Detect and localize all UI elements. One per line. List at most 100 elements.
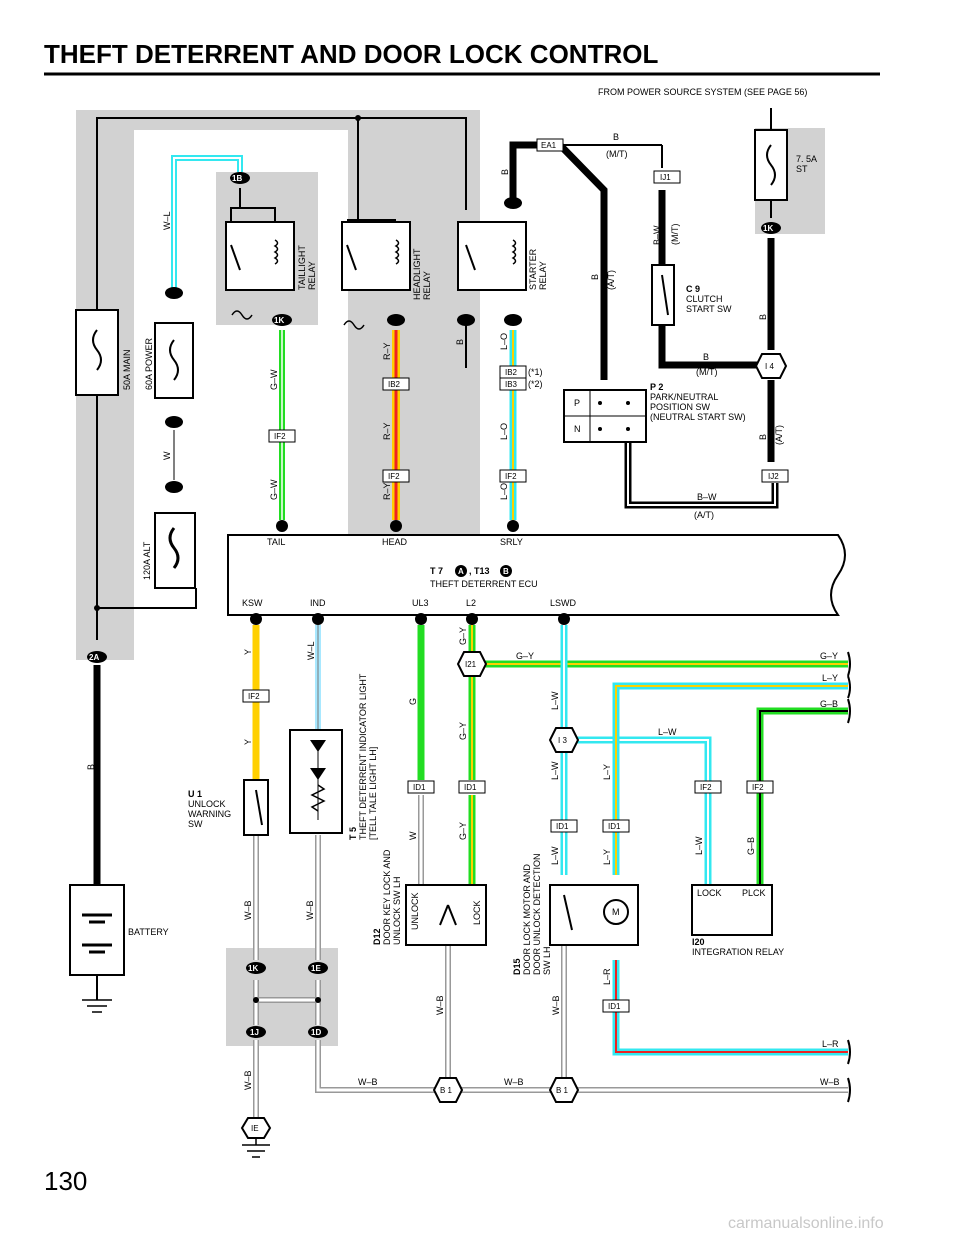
svg-text:B: B [613,132,619,142]
svg-text:BATTERY: BATTERY [128,927,169,937]
relay-ground-mark [343,320,365,330]
svg-text:G–Y: G–Y [516,651,534,661]
svg-text:2A: 2A [89,653,99,662]
motor-icon [603,899,629,925]
svg-text:G–Y: G–Y [458,627,468,645]
svg-text:ID1: ID1 [413,783,426,792]
led-icon [289,729,343,834]
theft-deterrent-ecu: TAIL HEAD SRLY T 7 A , T13 B THEFT DETER… [227,534,846,616]
svg-text:IF2: IF2 [274,432,286,441]
svg-text:W–B: W–B [243,900,253,920]
svg-text:A: A [458,567,464,576]
svg-text:G–Y: G–Y [458,822,468,840]
svg-text:W–B: W–B [305,900,315,920]
svg-text:1B: 1B [232,174,242,183]
svg-text:B: B [86,764,96,770]
svg-text:1D: 1D [311,1028,321,1037]
svg-text:R–Y: R–Y [382,342,392,360]
svg-text:SW LH: SW LH [542,946,552,975]
svg-text:IF2: IF2 [388,472,400,481]
svg-text:KSW: KSW [242,598,263,608]
svg-text:W–B: W–B [551,995,561,1015]
svg-text:L–W: L–W [658,727,677,737]
svg-text:SRLY: SRLY [500,537,523,547]
svg-text:T 7: T 7 [430,566,443,576]
switch-icon [243,779,269,836]
svg-text:C 9: C 9 [686,284,700,294]
svg-text:L–Y: L–Y [602,764,612,780]
svg-text:LOCK: LOCK [472,900,482,925]
svg-text:L–W: L–W [550,761,560,780]
svg-text:EA1: EA1 [541,141,557,150]
svg-text:ID1: ID1 [608,1002,621,1011]
svg-text:B–W: B–W [652,225,662,245]
svg-text:IF2: IF2 [752,783,764,792]
svg-text:I20: I20 [692,937,705,947]
svg-text:IF2: IF2 [505,472,517,481]
svg-text:INTEGRATION RELAY: INTEGRATION RELAY [692,947,784,957]
svg-text:7. 5A: 7. 5A [796,154,817,164]
svg-text:DOOR LOCK MOTOR AND: DOOR LOCK MOTOR AND [522,864,532,975]
svg-text:L2: L2 [466,598,476,608]
svg-text:B: B [503,567,509,576]
svg-text:TAILLIGHT: TAILLIGHT [297,245,307,290]
svg-text:ID1: ID1 [556,822,569,831]
svg-text:1E: 1E [311,964,321,973]
svg-text:[TELL TALE LIGHT LH]: [TELL TALE LIGHT LH] [368,747,378,840]
svg-text:1K: 1K [274,316,284,325]
svg-text:P 2: P 2 [650,382,663,392]
svg-text:IB3: IB3 [505,380,518,389]
wire-breaks [847,651,851,1103]
svg-text:W: W [162,451,172,460]
svg-text:B–W: B–W [697,492,717,502]
svg-text:(*1): (*1) [528,367,543,377]
svg-text:B: B [500,169,510,175]
relay-ground-mark [231,310,253,320]
svg-text:W–B: W–B [243,1070,253,1090]
svg-text:L–O: L–O [499,333,509,350]
svg-text:R–Y: R–Y [382,422,392,440]
svg-text:60A POWER: 60A POWER [144,337,154,390]
park-neutral-switch: P N [563,389,647,443]
svg-text:I21: I21 [465,660,477,669]
connectors: EA1 IJ1 IJ2 1K 1B 1K 2A IB2 IB2 IB3 IF2 … [87,138,789,1139]
door-lock-motor: M [549,884,639,946]
page-number: 130 [44,1166,87,1196]
svg-text:G–W: G–W [269,369,279,390]
svg-text:120A ALT: 120A ALT [142,541,152,580]
svg-text:DOOR KEY LOCK AND: DOOR KEY LOCK AND [382,849,392,945]
svg-text:W–B: W–B [435,995,445,1015]
svg-text:IJ2: IJ2 [768,472,779,481]
svg-text:W–B: W–B [820,1077,840,1087]
svg-text:T 5: T 5 [348,827,358,840]
svg-text:W–L: W–L [162,211,172,230]
svg-text:UL3: UL3 [412,598,429,608]
svg-text:L–W: L–W [550,691,560,710]
svg-text:THEFT DETERRENT ECU: THEFT DETERRENT ECU [430,579,538,589]
wire-labels: W–L W B G–W G–W R–Y R–Y R–Y L–O L–O L–O … [86,132,840,1090]
integration-relay: LOCK PLCK [691,884,773,936]
svg-text:D12: D12 [372,928,382,945]
svg-text:LOCK: LOCK [697,888,722,898]
svg-text:IE: IE [251,1124,259,1133]
svg-text:1K: 1K [763,224,773,233]
svg-text:1K: 1K [248,964,258,973]
svg-text:START SW: START SW [686,304,732,314]
svg-text:POSITION SW: POSITION SW [650,402,711,412]
svg-text:UNLOCK SW LH: UNLOCK SW LH [392,876,402,945]
svg-text:L–W: L–W [550,846,560,865]
svg-text:L–Y: L–Y [602,849,612,865]
svg-text:UNLOCK: UNLOCK [410,892,420,930]
relay-icon [225,221,295,291]
svg-text:RELAY: RELAY [307,261,317,290]
fuse-icon [75,309,119,396]
svg-text:(M/T): (M/T) [606,149,628,159]
svg-text:W–B: W–B [358,1077,378,1087]
door-key-lock-switch: UNLOCK LOCK [405,884,487,946]
svg-text:IF2: IF2 [700,783,712,792]
svg-text:I 3: I 3 [558,736,567,745]
svg-text:P: P [574,398,580,408]
source-note: FROM POWER SOURCE SYSTEM (SEE PAGE 56) [598,87,807,97]
svg-text:G: G [408,698,418,705]
